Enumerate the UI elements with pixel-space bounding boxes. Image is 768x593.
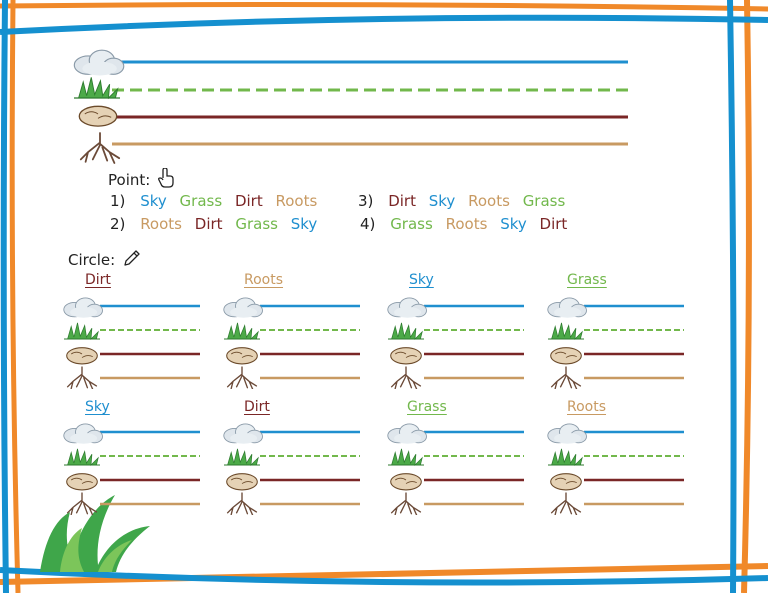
grass-icon [73, 76, 121, 99]
pointing-hand-icon [158, 167, 174, 188]
mini-lines-diagram [546, 297, 686, 389]
mini-lines-diagram [546, 423, 686, 515]
point-word[interactable]: Dirt [234, 192, 263, 210]
circle-word[interactable]: Sky [85, 399, 110, 415]
point-word[interactable]: Grass [522, 192, 566, 210]
mini-lines-diagram [386, 423, 526, 515]
mini-lines-diagram [386, 297, 526, 389]
cloud-icon [73, 49, 125, 77]
point-row-4: 4) Grass Roots Sky Dirt [360, 215, 568, 233]
point-word[interactable]: Grass [390, 215, 433, 233]
point-word[interactable]: Grass [235, 215, 278, 233]
point-label: Point: [108, 171, 151, 189]
point-word[interactable]: Sky [140, 192, 167, 210]
circle-word[interactable]: Grass [567, 272, 607, 288]
rock-icon [78, 105, 118, 127]
circle-word[interactable]: Roots [567, 399, 607, 415]
point-label-group: Point: [108, 167, 175, 189]
circle-word[interactable]: Roots [244, 272, 284, 288]
point-word[interactable]: Roots [445, 215, 488, 233]
circle-word[interactable]: Sky [409, 272, 434, 288]
circle-label-group: Circle: [68, 248, 142, 269]
point-word[interactable]: Grass [179, 192, 223, 210]
point-row-2: 2) Roots Dirt Grass Sky [110, 215, 318, 233]
mini-lines-diagram [62, 297, 202, 389]
point-row-3: 3) Dirt Sky Roots Grass [358, 192, 566, 210]
point-word[interactable]: Sky [500, 215, 527, 233]
grass-decoration [40, 495, 150, 572]
point-word[interactable]: Sky [428, 192, 456, 210]
point-word[interactable]: Dirt [388, 192, 416, 210]
point-word[interactable]: Dirt [539, 215, 568, 233]
point-word[interactable]: Sky [290, 215, 318, 233]
circle-word[interactable]: Grass [407, 399, 447, 415]
point-word[interactable]: Roots [140, 215, 182, 233]
mini-lines-diagram [62, 423, 202, 515]
point-word[interactable]: Roots [468, 192, 510, 210]
point-row-1: 1) Sky Grass Dirt Roots [110, 192, 318, 210]
mini-lines-diagram [222, 423, 362, 515]
point-word[interactable]: Dirt [194, 215, 223, 233]
mini-lines-diagram [222, 297, 362, 389]
circle-word[interactable]: Dirt [85, 272, 111, 288]
pencil-icon [124, 250, 140, 266]
circle-word[interactable]: Dirt [244, 399, 270, 415]
roots-icon [79, 132, 121, 164]
main-lines-diagram [73, 49, 628, 164]
point-word[interactable]: Roots [275, 192, 318, 210]
circle-label: Circle: [68, 251, 116, 269]
